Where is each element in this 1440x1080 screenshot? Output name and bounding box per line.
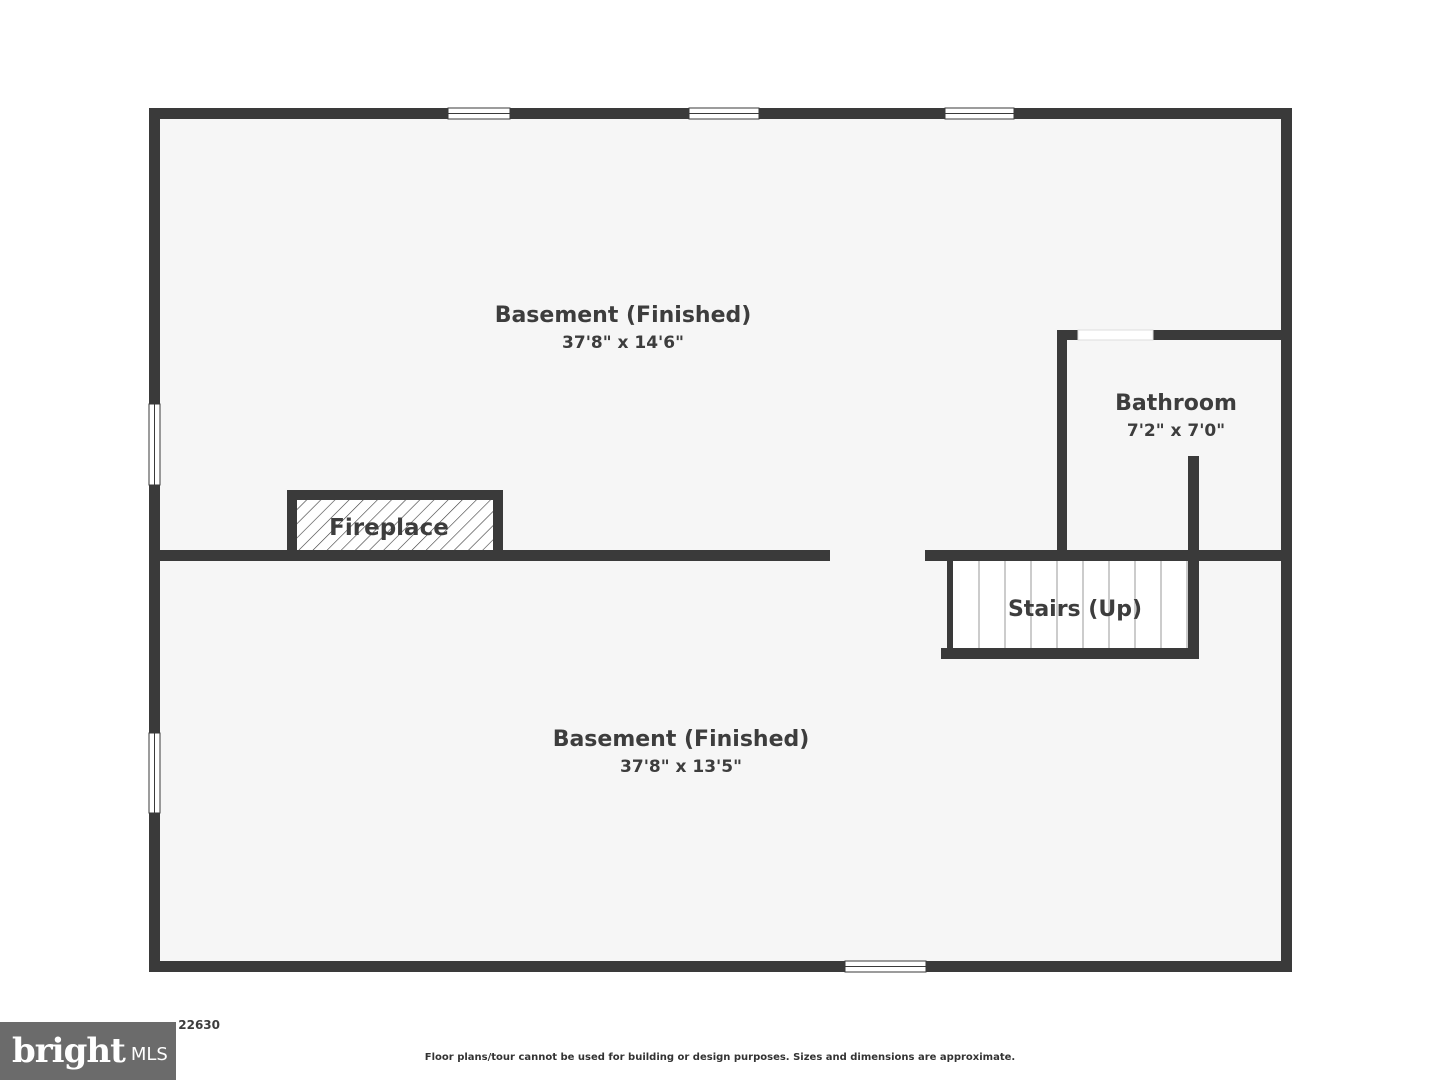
address-line: 22630 bbox=[178, 1018, 220, 1032]
room-name-basement-lower: Basement (Finished) bbox=[553, 727, 810, 752]
disclaimer-text: Floor plans/tour cannot be used for buil… bbox=[424, 1052, 1016, 1063]
window-top-2 bbox=[688, 107, 760, 120]
bright-mls-logo: bright MLS bbox=[0, 1022, 176, 1080]
room-name-basement-upper: Basement (Finished) bbox=[495, 303, 752, 328]
window-top-1 bbox=[447, 107, 511, 120]
room-dimensions-basement-upper: 37'8" x 14'6" bbox=[562, 333, 684, 353]
windows bbox=[148, 107, 1154, 973]
stairs: Stairs (Up) bbox=[941, 555, 1199, 659]
logo-wordmark: bright bbox=[12, 1031, 126, 1071]
fireplace-label: Fireplace bbox=[329, 515, 449, 541]
window-bottom bbox=[844, 960, 927, 973]
room-labels: Basement (Finished) 37'8" x 14'6" Bathro… bbox=[495, 303, 1237, 777]
stairs-label: Stairs (Up) bbox=[1008, 597, 1142, 622]
room-dimensions-basement-lower: 37'8" x 13'5" bbox=[620, 757, 742, 777]
window-top-3 bbox=[944, 107, 1015, 120]
room-name-bathroom: Bathroom bbox=[1115, 391, 1237, 416]
stair-treads bbox=[978, 561, 1188, 648]
window-left-1 bbox=[148, 403, 161, 486]
logo-suffix: MLS bbox=[130, 1043, 168, 1065]
window-bathroom bbox=[1077, 329, 1154, 341]
room-dimensions-bathroom: 7'2" x 7'0" bbox=[1127, 421, 1225, 441]
fireplace: Fireplace bbox=[287, 490, 503, 560]
window-left-2 bbox=[148, 732, 161, 814]
